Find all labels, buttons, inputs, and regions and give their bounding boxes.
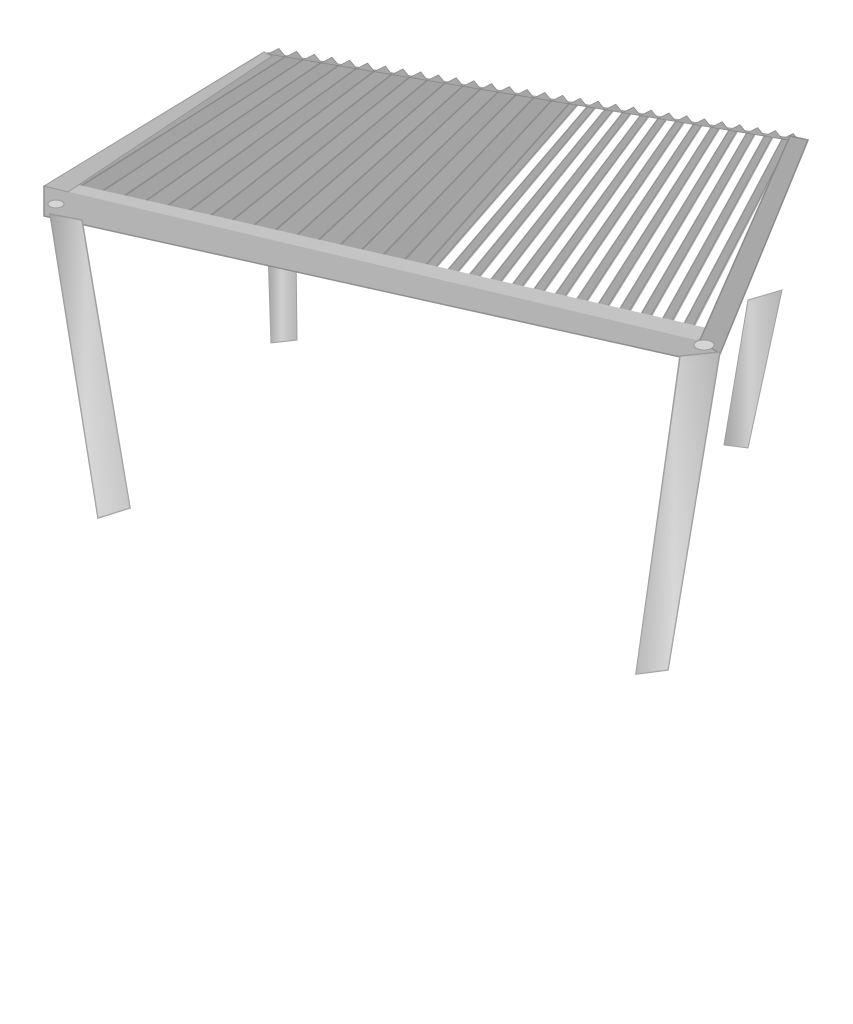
roof [46,47,806,344]
louver-tooth [639,109,660,120]
corner-cap-front-left [47,199,65,209]
louver-tooth [710,121,731,131]
left-beam [42,51,273,193]
louver-tooth [532,91,553,102]
louvers [50,47,801,340]
louver-tooth [674,115,695,125]
front-legs [49,213,721,675]
louver-gap [516,117,658,299]
louver-tooth [568,97,589,108]
louver-gap [430,105,587,279]
louver-tooth [337,59,358,70]
louver-gap [559,122,693,309]
right-beam [699,135,810,356]
louver-gap [538,120,675,304]
louver-gap [646,134,764,330]
front-left-leg-fade [50,214,130,518]
louver-tooth [727,124,748,134]
back-right-leg [723,289,783,449]
louver-tooth [461,80,482,90]
louver-gap [494,114,640,294]
louver-tooth [497,86,518,96]
corner-cap-front-right [693,339,715,351]
louver-tooth [426,74,447,84]
louver-tooth [550,94,571,105]
louver-tooth [444,77,465,87]
louver-tooth [355,62,376,73]
louver-tooth [266,47,287,58]
louver-tooth [745,127,766,137]
louver-gap [667,137,782,335]
louver-tooth [603,103,624,114]
louver-gap [581,125,711,315]
louver-tooth [408,71,429,81]
louver-tooth [656,112,677,123]
louver-tooth [621,106,642,117]
louver-tooth [302,53,323,64]
louver-gap [624,131,746,325]
louver-gap [473,111,622,289]
louver-gap [602,128,729,320]
louver-tooth [373,65,394,76]
front-beam-top-edge [44,182,716,340]
frame [42,51,810,361]
louver-tooth [692,118,713,128]
louver-tooth [319,56,340,67]
louver-tooth [585,100,606,111]
louver-tooth [515,89,535,99]
louver-tooth [479,83,500,93]
louver-tooth [284,50,305,61]
front-right-leg-fade [636,352,720,674]
back-legs [267,249,783,449]
louver-tooth [763,130,784,140]
louver-tooth [390,68,411,79]
louver-gap [451,108,605,284]
